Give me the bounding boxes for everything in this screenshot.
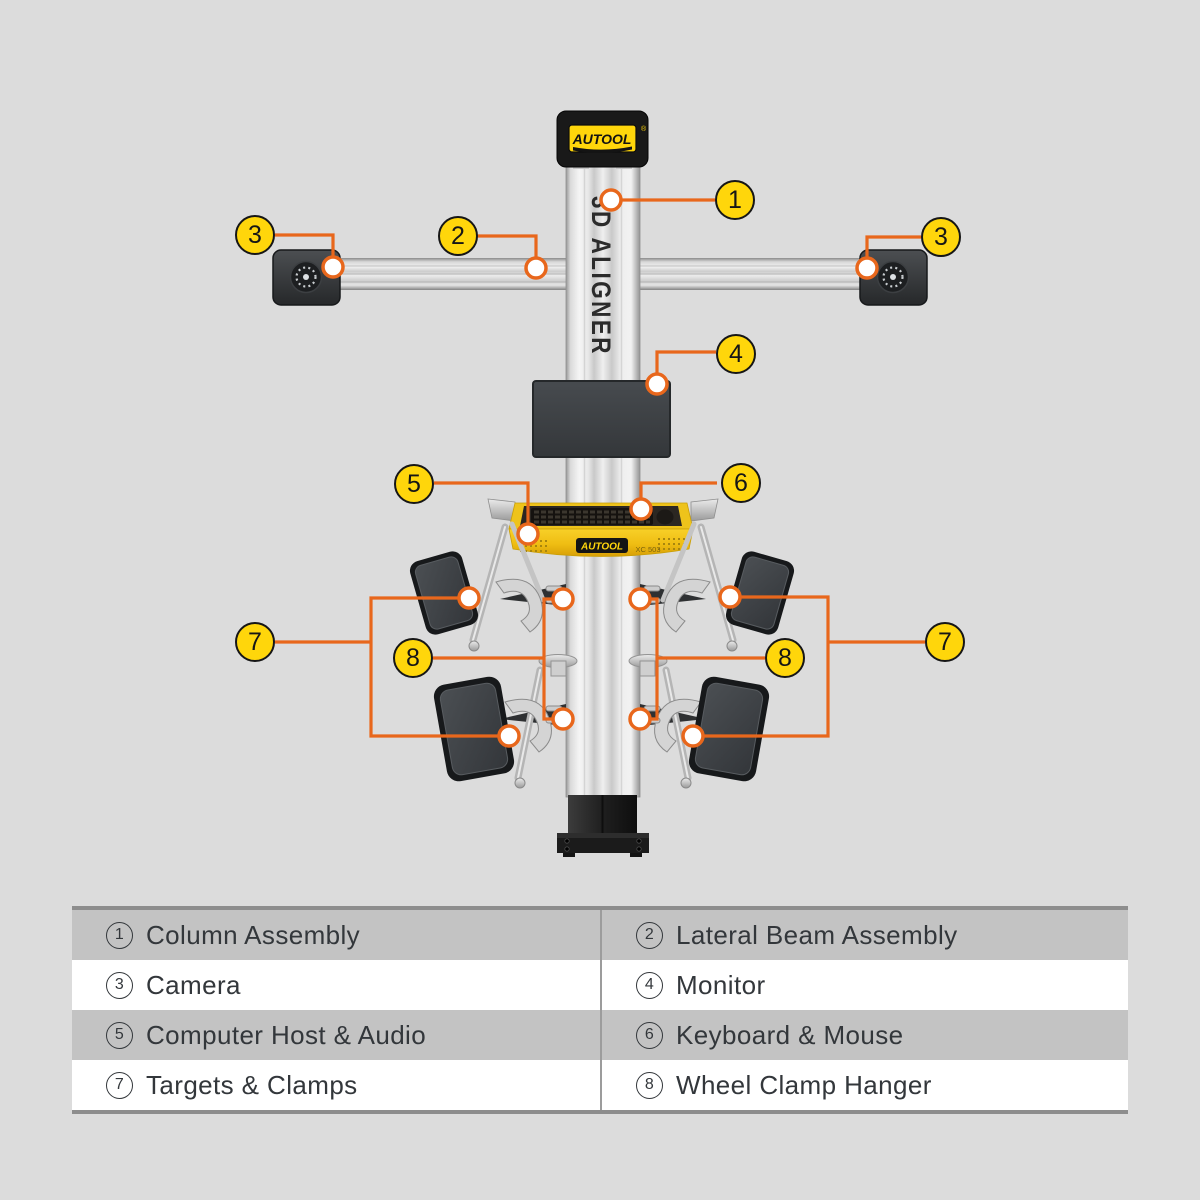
legend-label: Column Assembly [146, 919, 361, 950]
legend-item-column-assembly: 1 Column Assembly [72, 910, 600, 960]
legend-label: Lateral Beam Assembly [676, 919, 958, 950]
legend-number-4: 4 [636, 971, 663, 999]
column-label: 3D ALIGNER [586, 196, 616, 356]
legend-item-targets-clamps: 7 Targets & Clamps [72, 1060, 600, 1110]
anchor-dots [321, 188, 879, 748]
machine-artwork: 3D ALIGNER AUTOOL ® [272, 110, 928, 857]
legend-label: Computer Host & Audio [146, 1019, 427, 1050]
target-lower-left [433, 676, 515, 782]
column: 3D ALIGNER [565, 165, 641, 798]
target-upper-right [725, 551, 795, 635]
legend-item-monitor: 4 Monitor [600, 960, 1128, 1010]
legend-label: Monitor [676, 969, 766, 1000]
monitor [532, 380, 671, 458]
tray-logo-text: AUTOOL [580, 542, 623, 553]
legend-number-3: 3 [106, 971, 133, 999]
callout-circle-8-hanger-right: 8 [765, 638, 805, 678]
callout-circle-8-hanger-left: 8 [393, 638, 433, 678]
legend-table: 1 Column Assembly 2 Lateral Beam Assembl… [72, 906, 1128, 1114]
callout-circle-4-monitor: 4 [716, 334, 756, 374]
callout-circle-1-column: 1 [715, 180, 755, 220]
legend-number-5: 5 [106, 1021, 133, 1049]
top-logo-registered-mark: ® [641, 125, 647, 133]
callout-circle-7-targets-right: 7 [925, 622, 965, 662]
legend-item-camera: 3 Camera [72, 960, 600, 1010]
legend-item-wheel-clamp-hanger: 8 Wheel Clamp Hanger [600, 1060, 1128, 1110]
callout-circle-5-computer-host: 5 [394, 464, 434, 504]
legend-label: Wheel Clamp Hanger [676, 1069, 932, 1100]
callout-lines [275, 198, 925, 738]
mouse [656, 509, 674, 525]
legend-number-8: 8 [636, 1071, 663, 1099]
callout-circle-3-camera-right: 3 [921, 217, 961, 257]
target-upper-left [409, 551, 479, 635]
legend-item-lateral-beam-assembly: 2 Lateral Beam Assembly [600, 910, 1128, 960]
callout-circle-7-targets-left: 7 [235, 622, 275, 662]
tray-model-text: XC 503 [635, 545, 660, 554]
right-camera-lens-icon [882, 266, 904, 288]
legend-item-computer-host-audio: 5 Computer Host & Audio [72, 1010, 600, 1060]
legend-number-6: 6 [636, 1021, 663, 1049]
legend-number-2: 2 [636, 921, 663, 949]
legend-number-7: 7 [106, 1071, 133, 1099]
left-camera-lens-icon [295, 266, 317, 288]
legend-label: Camera [146, 969, 241, 1000]
top-logo: AUTOOL ® [556, 110, 649, 169]
callout-circle-3-camera-left: 3 [235, 215, 275, 255]
callout-circle-6-keyboard: 6 [721, 463, 761, 503]
legend-label: Keyboard & Mouse [676, 1019, 904, 1050]
legend-number-1: 1 [106, 921, 133, 949]
aligner-diagram: 3D ALIGNER AUTOOL ® [235, 110, 965, 857]
legend-item-keyboard-mouse: 6 Keyboard & Mouse [600, 1010, 1128, 1060]
legend-label: Targets & Clamps [146, 1069, 358, 1100]
base-plate [557, 795, 649, 857]
top-logo-text: AUTOOL [572, 131, 632, 147]
target-lower-right [688, 676, 770, 782]
lateral-beam [320, 258, 885, 290]
callout-circle-2-beam: 2 [438, 216, 478, 256]
